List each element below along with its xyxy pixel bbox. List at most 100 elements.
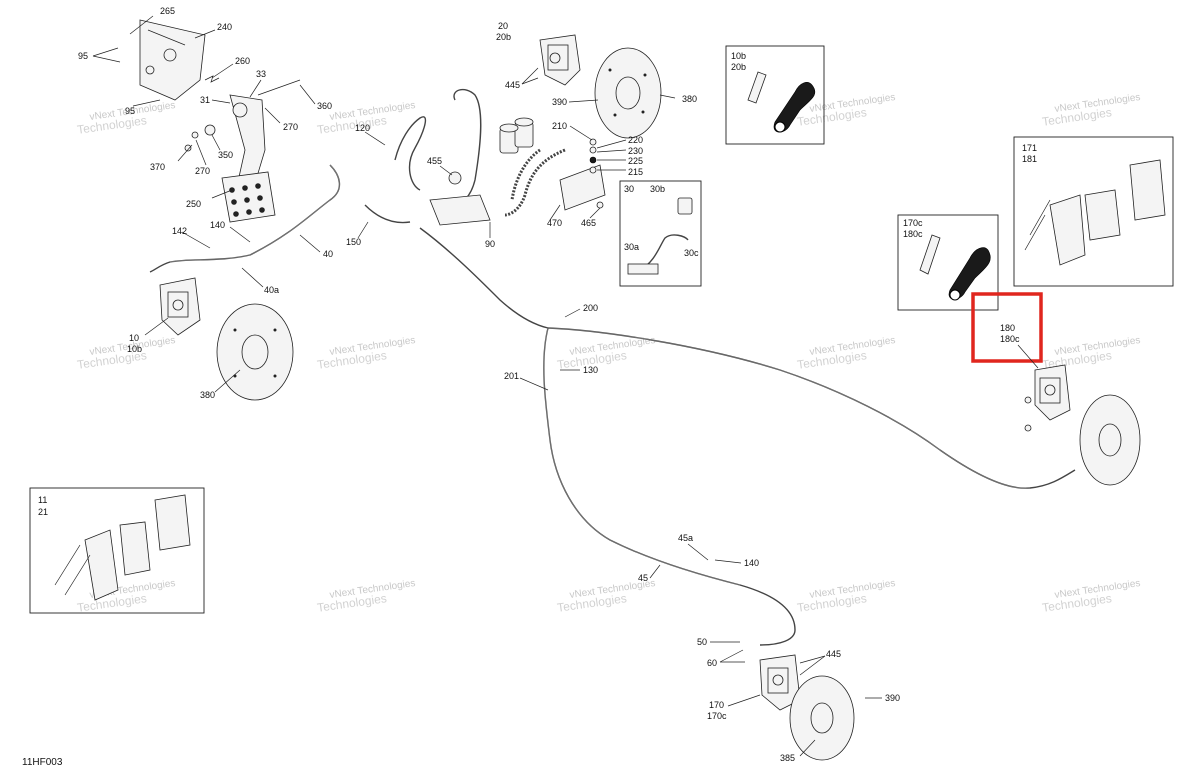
callout-215[interactable]: 215 xyxy=(628,167,643,177)
callout-95[interactable]: 95 xyxy=(78,51,88,61)
inset-pads-front-label2: 21 xyxy=(38,507,48,517)
watermark: vNext Technologies Technologies xyxy=(316,578,416,615)
watermark: vNext Technologies Technologies xyxy=(1041,578,1141,615)
callout-230[interactable]: 230 xyxy=(628,146,643,156)
callout-445[interactable]: 445 xyxy=(505,80,520,90)
spring-260 xyxy=(204,75,220,83)
callout-10[interactable]: 10 xyxy=(129,333,139,343)
inset-bleeder-front-label2: 20b xyxy=(731,62,746,72)
diagram-code: 11HF003 xyxy=(22,757,63,768)
inset-bleeder-rear: 170c 180c xyxy=(897,214,999,311)
callout-45[interactable]: 45 xyxy=(638,573,648,583)
callout-455[interactable]: 455 xyxy=(427,156,442,166)
bracket-assembly-470 xyxy=(559,164,606,211)
callout-170c[interactable]: 170c xyxy=(707,711,727,721)
inset-master-label-30c: 30c xyxy=(684,248,699,258)
callout-350[interactable]: 350 xyxy=(218,150,233,160)
pivot-bolt-360 xyxy=(257,79,301,96)
callout-370[interactable]: 370 xyxy=(150,162,165,172)
watermark: vNext Technologies Technologies xyxy=(796,578,896,615)
bleeder-screw xyxy=(747,71,767,104)
callout-270[interactable]: 270 xyxy=(195,166,210,176)
rear-right-caliper xyxy=(1024,364,1071,432)
callout-31[interactable]: 31 xyxy=(200,95,210,105)
rear-left-caliper xyxy=(759,654,801,711)
callout-210[interactable]: 210 xyxy=(552,121,567,131)
brake-lines xyxy=(149,88,1076,646)
callout-95[interactable]: 95 xyxy=(125,106,135,116)
callout-390[interactable]: 390 xyxy=(552,97,567,107)
callout-50[interactable]: 50 xyxy=(697,637,707,647)
callout-142[interactable]: 142 xyxy=(172,226,187,236)
highlight-label-180c: 180c xyxy=(1000,334,1020,344)
callout-201[interactable]: 201 xyxy=(504,371,519,381)
brake-line-150[interactable] xyxy=(364,204,411,224)
callouts: 265 240 95 260 33 31 95 360 270 350 370 … xyxy=(78,6,900,763)
inset-pads-rear-label2: 181 xyxy=(1022,154,1037,164)
callout-390[interactable]: 390 xyxy=(885,693,900,703)
inset-pads-front-label1: 11 xyxy=(38,495,47,505)
inset-bleeder-rear-label1: 170c xyxy=(903,218,923,228)
leader-lines xyxy=(92,15,882,757)
callout-385[interactable]: 385 xyxy=(780,753,795,763)
front-right-caliper xyxy=(539,34,581,86)
callout-150[interactable]: 150 xyxy=(346,237,361,247)
highlight-box[interactable]: 180 180c xyxy=(971,292,1043,369)
callout-360[interactable]: 360 xyxy=(317,101,332,111)
callout-465[interactable]: 465 xyxy=(581,218,596,228)
brake-line-master-to-junction[interactable] xyxy=(419,227,549,329)
callout-60[interactable]: 60 xyxy=(707,658,717,668)
callout-140[interactable]: 140 xyxy=(210,220,225,230)
inset-bleeder-front-label1: 10b xyxy=(731,51,746,61)
callout-260[interactable]: 260 xyxy=(235,56,250,66)
inset-master-cylinder: 30 30b 30a 30c xyxy=(619,180,702,287)
inset-master-label-30: 30 xyxy=(624,184,634,194)
front-right-disc-380 xyxy=(594,47,662,139)
inset-master-label-30a: 30a xyxy=(624,242,639,252)
fittings-210-215 xyxy=(589,138,597,174)
watermark: vNext Technologies Technologies xyxy=(76,578,176,615)
callout-90[interactable]: 90 xyxy=(485,239,495,249)
callout-20b[interactable]: 20b xyxy=(496,32,511,42)
watermark: vNext Technologies Technologies xyxy=(1041,92,1141,129)
watermark: vNext Technologies Technologies xyxy=(556,578,656,615)
callout-140[interactable]: 140 xyxy=(744,558,759,568)
corrugated-hose-470 xyxy=(504,148,566,217)
front-left-caliper xyxy=(159,277,201,336)
inset-master-label-30b: 30b xyxy=(650,184,665,194)
front-left-disc-380 xyxy=(216,303,294,401)
callout-445[interactable]: 445 xyxy=(826,649,841,659)
pedal-assembly xyxy=(139,19,301,223)
callout-130[interactable]: 130 xyxy=(583,365,598,375)
highlight-label-180: 180 xyxy=(1000,323,1015,333)
callout-220[interactable]: 220 xyxy=(628,135,643,145)
callout-120[interactable]: 120 xyxy=(355,123,370,133)
inset-pads-rear: 171 181 xyxy=(1013,136,1174,287)
callout-380[interactable]: 380 xyxy=(682,94,697,104)
callout-170[interactable]: 170 xyxy=(709,700,724,710)
callout-45a[interactable]: 45a xyxy=(678,533,693,543)
callout-265[interactable]: 265 xyxy=(160,6,175,16)
callout-240[interactable]: 240 xyxy=(217,22,232,32)
inset-bleeder-front: 10b 20b xyxy=(725,45,825,145)
callout-33[interactable]: 33 xyxy=(256,69,266,79)
callout-10b[interactable]: 10b xyxy=(127,344,142,354)
callout-380[interactable]: 380 xyxy=(200,390,215,400)
brake-line-120[interactable] xyxy=(394,116,427,191)
callout-250[interactable]: 250 xyxy=(186,199,201,209)
callout-470[interactable]: 470 xyxy=(547,218,562,228)
callout-225[interactable]: 225 xyxy=(628,156,643,166)
bushing-350 xyxy=(204,124,216,136)
watermark: vNext Technologies Technologies xyxy=(556,335,656,372)
callout-40[interactable]: 40 xyxy=(323,249,333,259)
rear-left-disc-385 xyxy=(789,675,855,761)
reservoir-hose[interactable] xyxy=(449,88,482,206)
callout-270[interactable]: 270 xyxy=(283,122,298,132)
callout-20[interactable]: 20 xyxy=(498,21,508,31)
callout-200[interactable]: 200 xyxy=(583,303,598,313)
rear-right-disc xyxy=(1079,394,1141,486)
callout-40a[interactable]: 40a xyxy=(264,285,279,295)
inset-pads-front: 11 21 xyxy=(29,487,205,614)
